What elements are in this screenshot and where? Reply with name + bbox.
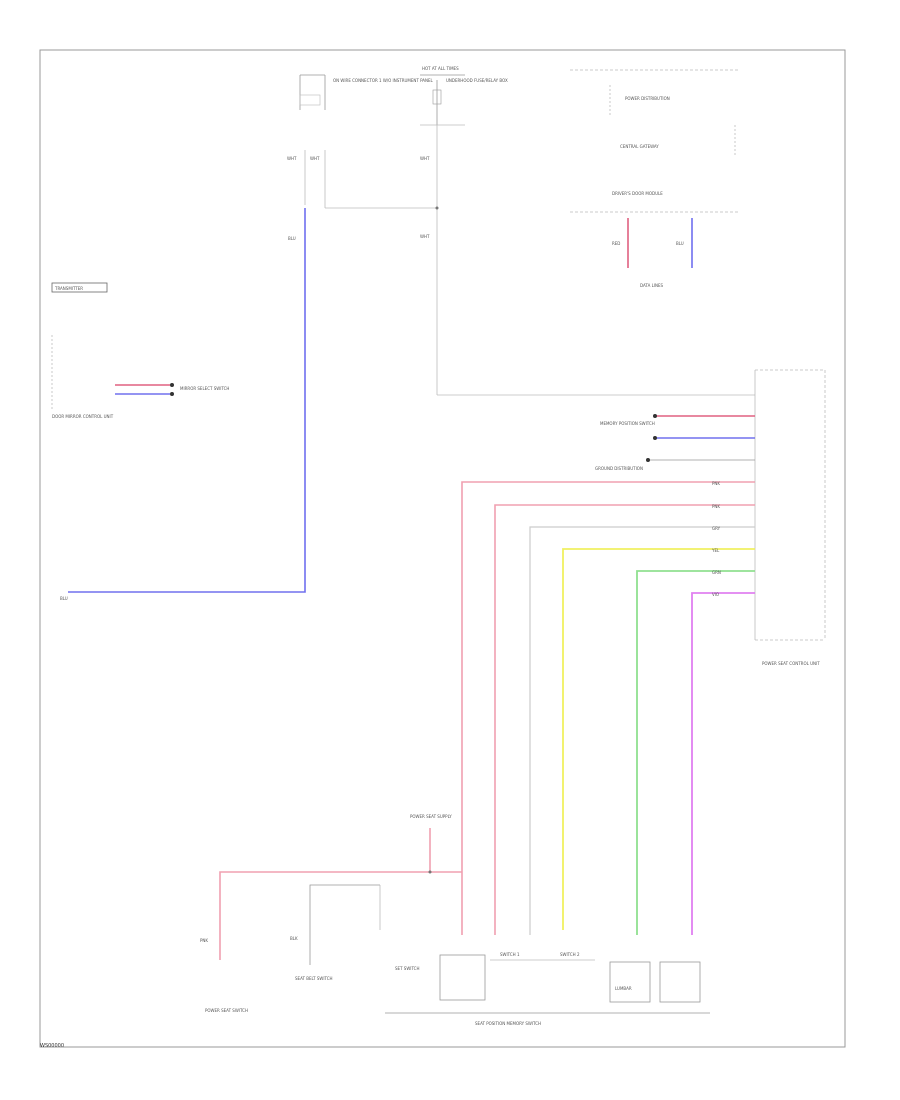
- wire-label-wht-1: WHT: [287, 156, 297, 161]
- ground-block-label: GROUND DISTRIBUTION: [595, 466, 643, 471]
- power-distribution-label: POWER DISTRIBUTION: [625, 96, 670, 101]
- wire-label-blk: BLK: [290, 936, 298, 941]
- top-switch-block: ON WIRE CONNECTOR 1 W/O INSTRUMENT PANEL…: [287, 74, 437, 241]
- figure-code: WS00000: [40, 1043, 65, 1049]
- left-block: TRANSMITTER MIRROR SELECT SWITCH DOOR MI…: [51, 282, 229, 419]
- wire-label-blu-top: BLU: [676, 241, 684, 246]
- wire-label-pnk-b: PNK: [712, 504, 720, 509]
- switch1-label: SWITCH 1: [500, 952, 520, 957]
- gateway-block: POWER DISTRIBUTION CENTRAL GATEWAY DRIVE…: [570, 69, 740, 288]
- mirror-ctrl-label: DOOR MIRROR CONTROL UNIT: [52, 414, 114, 419]
- top-switch-label: ON WIRE CONNECTOR 1 W/O INSTRUMENT PANEL: [333, 78, 434, 83]
- wire-label-blu-2: BLU: [60, 596, 68, 601]
- memory-switch-label: MEMORY POSITION SWITCH: [600, 421, 655, 426]
- fuse-box-label: UNDERHOOD FUSE/RELAY BOX: [446, 78, 508, 83]
- wire-label-vio: VIO: [712, 592, 719, 597]
- transmitter-label: TRANSMITTER: [54, 286, 83, 291]
- bottom-block: POWER SEAT SUPPLY PNK POWER SEAT SWITCH …: [200, 814, 710, 1026]
- wire-label-wht-3: WHT: [420, 156, 430, 161]
- mirror-unit-label: MIRROR SELECT SWITCH: [180, 386, 229, 391]
- gray-wire-1: [529, 526, 755, 935]
- pink-wire-2: [494, 504, 755, 935]
- power-seat-switch-label: POWER SEAT SWITCH: [205, 1008, 248, 1013]
- wire-label-gry: GRY: [712, 526, 721, 531]
- wire-label-pnk-c: PNK: [200, 938, 208, 943]
- diagram-frame: [39, 49, 846, 1048]
- wire-label-pnk-a: PNK: [712, 481, 720, 486]
- hot-top-label: HOT AT ALL TIMES: [422, 66, 459, 71]
- green-wire: [636, 570, 755, 935]
- fuse-block: HOT AT ALL TIMES UNDERHOOD FUSE/RELAY BO…: [420, 66, 755, 396]
- wire-label-wht-2: WHT: [310, 156, 320, 161]
- seat-belt-switch-label: SEAT BELT SWITCH: [295, 976, 333, 981]
- blue-wire-main: [68, 208, 306, 593]
- data-lines-label: DATA LINES: [640, 283, 664, 288]
- transmitter-box: [51, 282, 108, 293]
- wire-label-blu-1: BLU: [288, 236, 296, 241]
- switch2-label: SWITCH 2: [560, 952, 580, 957]
- pink-wire-1: [461, 481, 755, 935]
- set-switch-label: SET SWITCH: [395, 966, 419, 971]
- power-seat-supply-label: POWER SEAT SUPPLY: [410, 814, 452, 819]
- power-seat-unit: POWER SEAT CONTROL UNIT MEMORY POSITION …: [595, 369, 826, 666]
- yellow-wire: [562, 548, 755, 930]
- power-seat-unit-label: POWER SEAT CONTROL UNIT: [762, 661, 820, 666]
- central-gateway-label: CENTRAL GATEWAY: [620, 144, 659, 149]
- wire-label-yel: YEL: [711, 548, 720, 553]
- wire-label-wht-4: WHT: [420, 234, 430, 239]
- lumbar-label: LUMBAR: [615, 986, 632, 991]
- driver-module-label: DRIVER'S DOOR MODULE: [612, 191, 663, 196]
- wire-label-red-top: RED: [612, 241, 620, 246]
- violet-wire: [691, 592, 755, 935]
- bottom-memory-label: SEAT POSITION MEMORY SWITCH: [475, 1021, 541, 1026]
- wire-label-grn: GRN: [712, 570, 721, 575]
